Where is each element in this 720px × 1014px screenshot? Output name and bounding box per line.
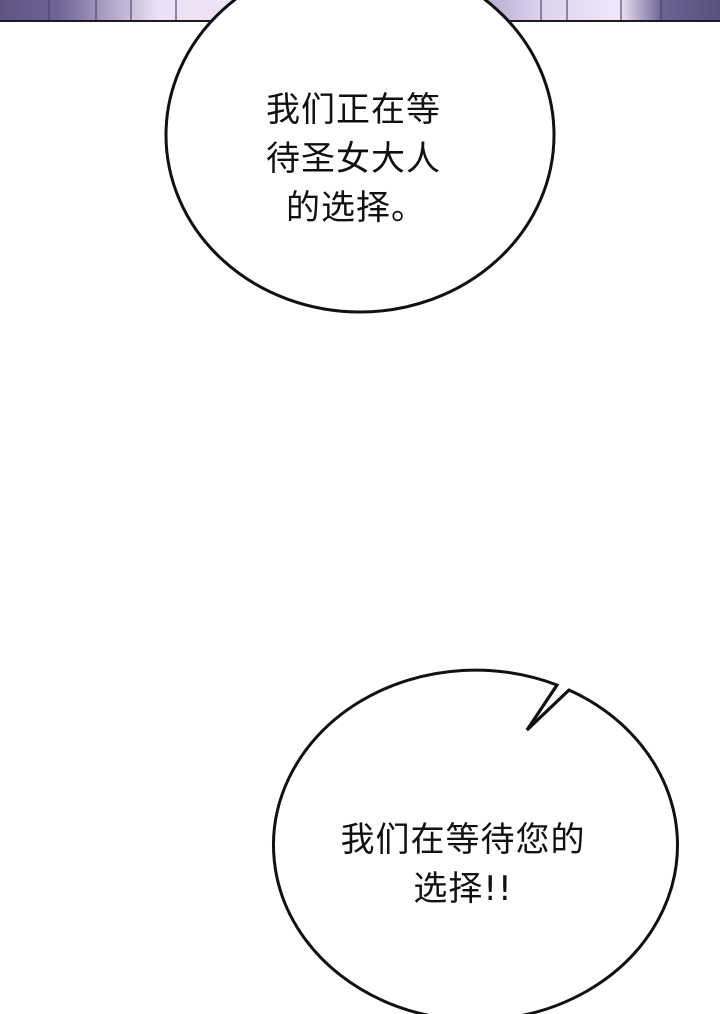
hair-streak	[620, 0, 622, 20]
speech-bubble-top-text: 我们正在等 待圣女大人 的选择。	[266, 86, 441, 233]
dialogue-line: 我们正在等	[266, 90, 441, 130]
hair-streak	[48, 0, 50, 20]
dialogue-line: 我们在等待您的	[340, 820, 586, 860]
speech-bubble-top-outline	[164, 0, 556, 314]
hair-streak	[175, 0, 177, 20]
speech-bubble-bottom-outline	[272, 668, 679, 1014]
hair-streak	[540, 0, 542, 20]
hair-streak	[566, 0, 568, 20]
dialogue-line: 的选择。	[286, 188, 426, 228]
bubble-notch-edge	[525, 684, 559, 731]
speech-bubble-bottom-text: 我们在等待您的 选择!!	[330, 816, 596, 914]
bubble-notch-edge	[525, 688, 571, 732]
dialogue-line: 选择!!	[413, 869, 513, 909]
hair-streak	[95, 0, 97, 20]
dialogue-line: 待圣女大人	[266, 139, 441, 179]
hair-streak	[130, 0, 132, 20]
hair-streak	[660, 0, 662, 20]
